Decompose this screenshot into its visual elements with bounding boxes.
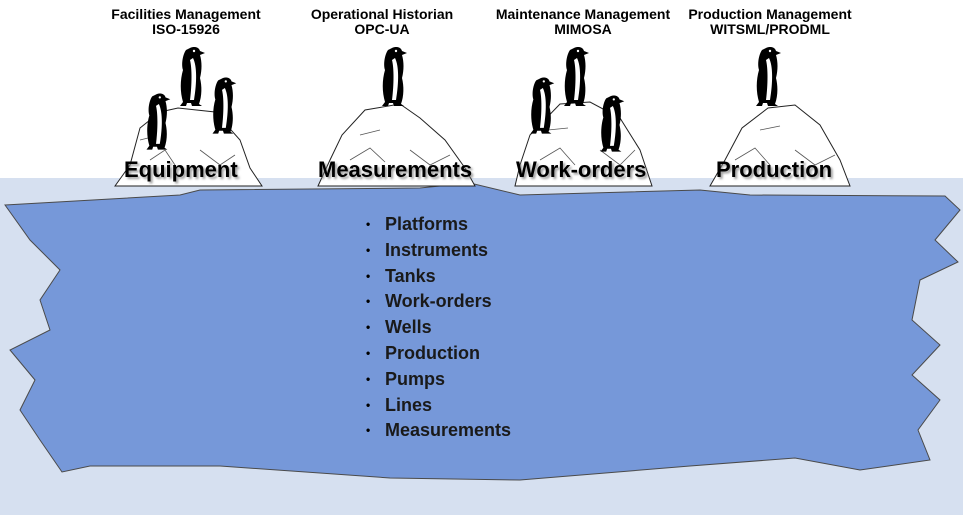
penguins [146,47,781,152]
list-item: Tanks [366,264,511,290]
iceberg-label-equipment: Equipment [124,157,238,182]
system-standard: OPC-UA [354,21,410,37]
system-name: Maintenance Management [495,6,671,22]
list-item: Wells [366,315,511,341]
system-label-facilities: Facilities Management ISO-15926 [86,7,286,37]
system-name: Operational Historian [310,6,454,22]
iceberg-label-measurements: Measurements [318,157,473,182]
system-label-maintenance: Maintenance Management MIMOSA [483,7,683,37]
system-standard: ISO-15926 [152,21,220,37]
underwater-item-list: Platforms Instruments Tanks Work-orders … [366,212,511,444]
iceberg-label-work-orders: Work-orders [516,157,647,182]
system-name: Production Management [688,6,852,22]
list-item: Lines [366,393,511,419]
list-item: Pumps [366,367,511,393]
list-item: Platforms [366,212,511,238]
list-item: Production [366,341,511,367]
system-standard: WITSML/PRODML [710,21,830,37]
list-item: Measurements [366,418,511,444]
system-label-historian: Operational Historian OPC-UA [282,7,482,37]
list-item: Work-orders [366,289,511,315]
system-name: Facilities Management [111,6,261,22]
system-standard: MIMOSA [554,21,612,37]
iceberg-label-production: Production [716,157,833,182]
list-item: Instruments [366,238,511,264]
system-label-production: Production Management WITSML/PRODML [670,7,870,37]
